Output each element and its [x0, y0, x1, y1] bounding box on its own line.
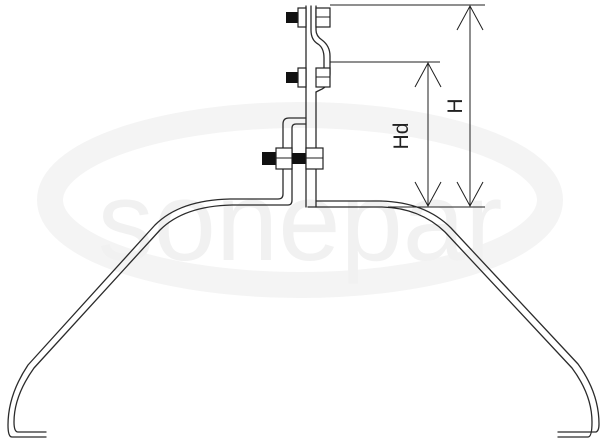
- dimension-hd: Hd: [390, 61, 442, 208]
- middle-bolt-nut-left: [297, 67, 307, 88]
- watermark: sonepar: [37, 102, 563, 298]
- hanger-wire-right-inner: [315, 200, 600, 433]
- dimension-h-arrow-top: [456, 4, 484, 31]
- lower-bolt-thread: [262, 152, 276, 165]
- middle-bolt: [286, 67, 331, 88]
- hanger-wire-right-outer: [307, 206, 593, 438]
- dimension-hd-arrow-bottom: [414, 181, 442, 208]
- top-bolt: [286, 7, 331, 28]
- dimension-h: H: [444, 4, 484, 208]
- dimension-h-label: H: [444, 98, 467, 113]
- top-bolt-thread: [286, 12, 298, 23]
- lower-bolt-shank: [292, 153, 306, 164]
- hanger-wire-outer: [7, 117, 307, 438]
- dimension-hd-label: Hd: [390, 123, 413, 150]
- hanger-wire-inner: [13, 123, 307, 433]
- watermark-swoosh: [37, 102, 563, 298]
- top-bolt-nut-left: [297, 7, 307, 28]
- middle-bolt-thread: [286, 72, 298, 83]
- watermark-text: sonepar: [98, 159, 503, 284]
- dimension-h-arrow-bottom: [456, 181, 484, 208]
- lower-bolt: [262, 147, 324, 170]
- dimension-hd-arrow-top: [414, 61, 442, 88]
